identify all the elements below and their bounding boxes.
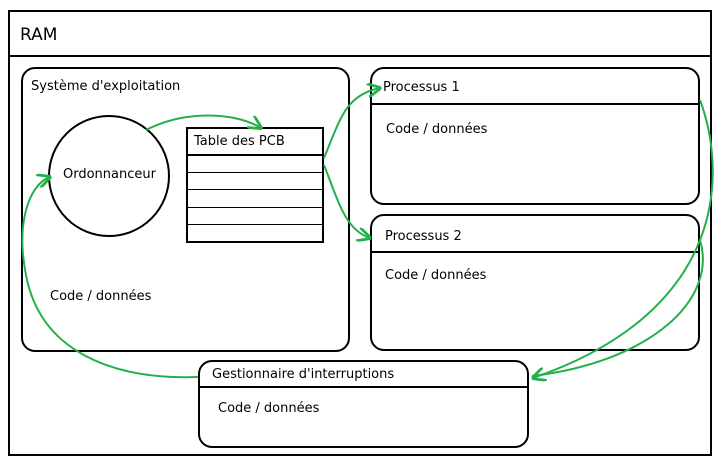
interrupt-handler-code-label: Code / données xyxy=(218,401,320,416)
interrupt-handler-title: Gestionnaire d'interruptions xyxy=(212,367,395,382)
process2-code-label: Code / données xyxy=(385,268,487,283)
os-title: Système d'exploitation xyxy=(31,79,181,94)
process2-header-line xyxy=(370,251,700,253)
pcb-table-row xyxy=(188,172,322,173)
arrow-scheduler-to-pcb xyxy=(145,114,261,131)
process2-box xyxy=(370,214,700,351)
arrow-interrupt-to-scheduler xyxy=(21,177,199,379)
pcb-table-row xyxy=(188,207,322,208)
pcb-table xyxy=(186,127,324,243)
pcb-table-header-line xyxy=(188,154,322,156)
process1-title: Processus 1 xyxy=(383,80,460,95)
interrupt-handler-box xyxy=(198,360,529,448)
scheduler-label: Ordonnanceur xyxy=(63,167,156,182)
process2-title: Processus 2 xyxy=(385,229,462,244)
ram-container xyxy=(8,10,712,456)
arrow-process1-to-interrupt xyxy=(533,99,714,378)
ram-header-divider xyxy=(8,55,712,57)
arrow-pcb-to-process2 xyxy=(323,164,370,238)
process1-box xyxy=(370,67,700,205)
interrupt-handler-header-line xyxy=(198,386,529,388)
pcb-table-row xyxy=(188,224,322,225)
ram-title: RAM xyxy=(20,25,58,45)
arrow-pcb-to-process1 xyxy=(323,88,380,159)
os-code-label: Code / données xyxy=(50,289,152,304)
arrow-process2-to-interrupt xyxy=(531,239,704,377)
pcb-table-row xyxy=(188,189,322,190)
process1-header-line xyxy=(370,103,700,105)
pcb-table-title: Table des PCB xyxy=(194,134,285,149)
process1-code-label: Code / données xyxy=(386,122,488,137)
